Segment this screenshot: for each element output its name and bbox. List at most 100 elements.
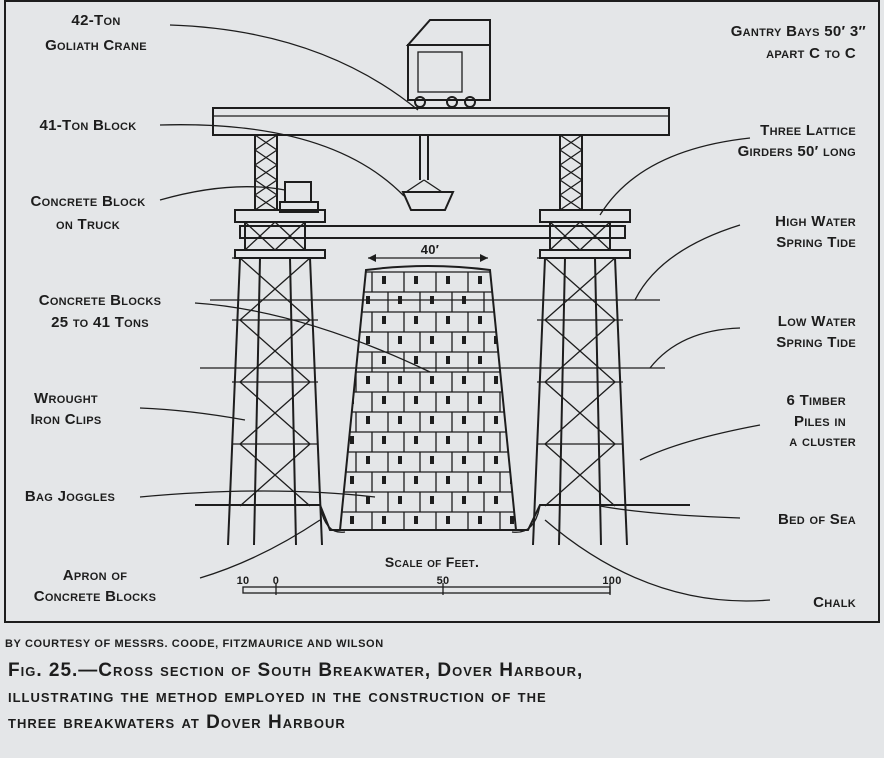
hoisted-block: [401, 191, 455, 211]
lattice-girder: [239, 225, 626, 239]
bag-joggle: [398, 416, 402, 424]
bag-joggle: [446, 516, 450, 524]
label-low-water: Low Water: [778, 313, 856, 330]
bag-joggle: [382, 396, 386, 404]
bag-joggle: [462, 336, 466, 344]
bag-joggle: [526, 416, 530, 424]
bag-joggle: [430, 496, 434, 504]
bag-joggle: [382, 276, 386, 284]
label-apart-c-to-c: apart C to C: [766, 45, 856, 62]
bag-joggle: [478, 356, 482, 364]
bag-joggle: [414, 356, 418, 364]
label-on-truck: on Truck: [56, 216, 120, 233]
label-gantry-bays: Gantry Bays 50′ 3″: [731, 23, 866, 40]
diagram-frame: [4, 0, 880, 623]
bag-joggle: [478, 436, 482, 444]
bag-joggle: [414, 316, 418, 324]
bag-joggle: [350, 356, 354, 364]
timber-pile: [289, 257, 297, 546]
bag-joggle: [478, 516, 482, 524]
right-timber-pile-tower: [532, 134, 631, 546]
bag-joggle: [494, 336, 498, 344]
bag-joggle: [414, 436, 418, 444]
bag-joggle: [478, 476, 482, 484]
concrete-block-on-truck: [284, 181, 312, 203]
bag-joggle: [462, 456, 466, 464]
bag-joggle: [510, 516, 514, 524]
bag-joggle: [510, 396, 514, 404]
bag-joggle: [382, 476, 386, 484]
bag-joggle: [510, 316, 514, 324]
bag-joggle: [494, 416, 498, 424]
label-concrete-block: Concrete Block: [31, 193, 146, 210]
label-bag-joggles: Bag Joggles: [25, 488, 115, 505]
label-three-lattice: Three Lattice: [760, 122, 856, 139]
caption-line-2: illustrating the method employed in the …: [8, 686, 547, 707]
bag-joggle: [478, 316, 482, 324]
label-concrete-blocks-apron: Concrete Blocks: [34, 588, 157, 605]
label-6-timber: 6 Timber: [786, 392, 846, 409]
bag-joggle: [430, 336, 434, 344]
bag-joggle: [430, 416, 434, 424]
bag-joggle: [510, 436, 514, 444]
timber-pile: [594, 257, 602, 546]
bag-joggle: [398, 496, 402, 504]
label-41-ton-block: 41-Ton Block: [39, 117, 136, 134]
bag-joggle: [462, 416, 466, 424]
bag-joggle: [366, 376, 370, 384]
label-chalk: Chalk: [813, 594, 856, 611]
label-girders-50-long: Girders 50′ long: [738, 143, 856, 160]
label-high-water: High Water: [775, 213, 856, 230]
bag-joggle: [430, 376, 434, 384]
label-25-to-41-tons: 25 to 41 Tons: [51, 314, 149, 331]
bag-joggle: [350, 276, 354, 284]
bag-joggle: [526, 336, 530, 344]
timber-pile: [532, 257, 546, 546]
bag-joggle: [526, 496, 530, 504]
bag-joggle: [446, 436, 450, 444]
bag-joggle: [350, 316, 354, 324]
labels-right: Gantry Bays 50′ 3″ apart C to C Three La…: [731, 23, 866, 611]
caption-line-1: Fig. 25.—Cross section of South Breakwat…: [8, 660, 584, 681]
scale-bar: Scale of Feet. 10 0 50 100: [237, 554, 621, 595]
scale-tick-10: 10: [237, 575, 250, 587]
figure-caption: Fig. 25.—Cross section of South Breakwat…: [8, 658, 878, 736]
bag-joggle: [494, 496, 498, 504]
left-timber-pile-tower: [227, 134, 326, 546]
bag-joggle: [382, 316, 386, 324]
bag-joggle: [462, 496, 466, 504]
bag-joggle: [366, 496, 370, 504]
bag-joggle: [382, 516, 386, 524]
label-concrete-blocks: Concrete Blocks: [39, 292, 162, 309]
labels-left: 42-Ton Goliath Crane 41-Ton Block Concre…: [25, 12, 161, 605]
bag-joggle: [526, 376, 530, 384]
bag-joggle: [494, 456, 498, 464]
label-piles-in: Piles in: [794, 413, 846, 430]
bag-joggle: [414, 396, 418, 404]
bag-joggle: [350, 436, 354, 444]
label-apron-of: Apron of: [63, 567, 127, 584]
bag-joggle: [446, 316, 450, 324]
leader-lines: [139, 24, 771, 602]
caption-line-3: three breakwaters at Dover Harbour: [8, 712, 346, 733]
bag-joggle: [446, 476, 450, 484]
bag-joggle: [430, 456, 434, 464]
bag-joggle: [366, 336, 370, 344]
bag-joggle: [382, 356, 386, 364]
breakwater-cross-section-diagram: 42-Ton Goliath Crane 41-Ton Block Concre…: [4, 0, 880, 623]
scale-tick-0: 0: [273, 575, 279, 587]
timber-pile: [558, 257, 566, 546]
truck: [279, 201, 319, 213]
bag-joggle: [398, 456, 402, 464]
bag-joggle: [462, 376, 466, 384]
bag-joggle: [398, 336, 402, 344]
bag-joggle: [446, 396, 450, 404]
label-42-ton: 42-Ton: [71, 12, 120, 29]
bag-joggle: [478, 276, 482, 284]
bag-joggle: [414, 476, 418, 484]
scale-title: Scale of Feet.: [385, 554, 479, 570]
bag-joggle: [366, 416, 370, 424]
goliath-crane-trolley: [405, 19, 491, 108]
bag-joggle: [350, 516, 354, 524]
breakwater-blocks: [338, 265, 518, 531]
